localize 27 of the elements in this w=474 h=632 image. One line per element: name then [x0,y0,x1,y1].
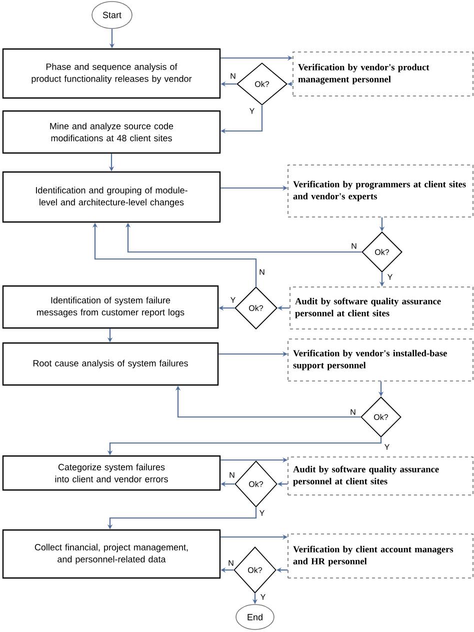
review-box: Verification by client account managers and HR personnel [288,534,474,578]
edge-label: N [350,409,356,415]
edge-label: Y [260,594,266,600]
review-box: Audit by software quality assurance personnel at client sites [288,456,474,496]
edge-label: N [230,472,234,478]
edge-label: Y [230,297,236,303]
review-box: Verification by programmers at client sites and vendor's experts [288,164,474,218]
review-box: Verification by vendor's installed-base support personnel [288,338,474,382]
edge-label: Y [388,274,392,280]
process-box: Mine and analyze source code modifications at 48 client sites [2,110,221,154]
edge-label: Y [260,510,264,516]
edge-label: N [260,269,264,275]
edge-label: N [230,73,236,79]
edge-label: Y [384,444,390,450]
process-box: Identification and grouping of module-level and architecture-level changes [2,171,221,223]
process-box: Collect financial, project management, and personnel-related data [2,529,221,579]
terminator-oval: End [236,604,274,630]
review-box: Verification by vendor's product management personnel [292,52,474,96]
process-box: Categorize system failures into client and vendor errors [2,455,221,491]
edge-label: Y [250,108,254,114]
terminator-oval: Start [92,1,132,29]
process-box: Identification of system failure messages from customer report logs [2,285,219,329]
edge-label: N [228,560,234,566]
process-box: Root cause analysis of system failures [2,342,219,386]
edge-label: N [352,243,356,249]
review-box: Audit by software quality assurance personnel at client sites [290,286,474,330]
process-box: Phase and sequence analysis of product functionality releases by vendor [2,48,221,99]
